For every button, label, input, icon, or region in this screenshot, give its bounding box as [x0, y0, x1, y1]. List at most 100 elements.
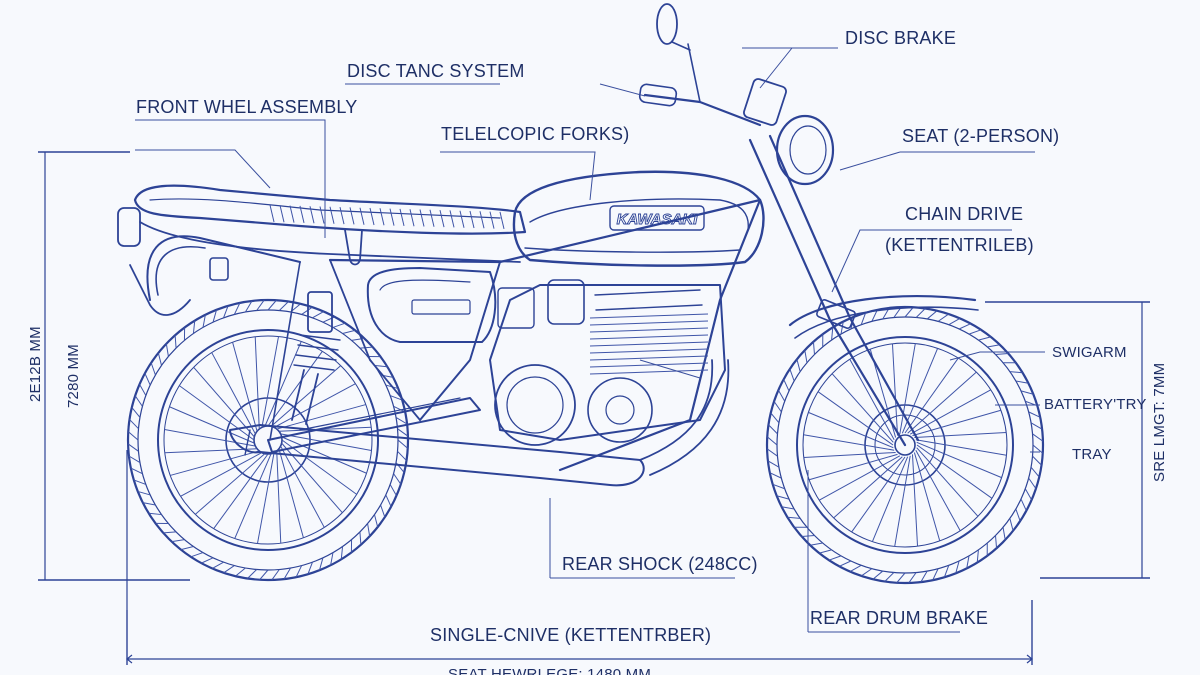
frame	[269, 198, 762, 472]
tread-mark	[789, 368, 795, 382]
seat-stitch	[329, 206, 335, 224]
tread-mark	[1002, 527, 1006, 540]
seat-stitch	[339, 206, 345, 225]
dim-height-label-2: 7280 MM	[65, 344, 82, 408]
tread-mark	[307, 561, 313, 575]
tread-mark	[958, 323, 971, 330]
tread-mark	[389, 484, 397, 496]
tread-mark	[904, 306, 914, 318]
tread-mark	[896, 572, 906, 584]
tread-mark	[322, 316, 335, 323]
tread-mark	[130, 467, 143, 475]
label-swingarm: SWIGARM	[1052, 344, 1127, 361]
label-rear-shock: REAR SHOCK (248CC)	[562, 554, 758, 574]
spoke	[211, 352, 256, 435]
tread-mark	[937, 313, 949, 322]
spoke	[164, 429, 256, 447]
tread-mark	[839, 560, 852, 567]
callout-labels: DISC BRAKE DISC TANC SYSTEM FRONT WHEL A…	[136, 28, 1146, 645]
rear-shock	[291, 291, 341, 425]
spoke	[916, 447, 979, 517]
swingarm	[267, 397, 481, 453]
tread-mark	[1032, 455, 1042, 466]
fuel-tank: KAWASAKI	[512, 170, 765, 267]
spoke	[912, 409, 1002, 437]
tread-mark	[380, 504, 386, 518]
spoke	[891, 343, 899, 436]
front-wheel	[765, 305, 1045, 585]
tread-mark	[283, 567, 292, 580]
tread-mark	[860, 312, 867, 325]
tread-mark	[129, 419, 139, 430]
tread-mark	[342, 329, 356, 334]
tread-mark	[908, 572, 917, 584]
spoke	[833, 456, 903, 519]
tread-mark	[144, 373, 151, 386]
tread-mark	[137, 490, 151, 496]
tread-mark	[163, 531, 177, 534]
dim-bottom-length: SEAT HEWRLEGE: 1480 MM	[448, 666, 651, 675]
tread-mark	[872, 570, 884, 580]
tread-mark	[884, 572, 895, 582]
spoke	[911, 454, 919, 547]
dim-right-height: SRE LMGT: 7MM	[1151, 363, 1168, 482]
tread-mark	[212, 309, 218, 323]
tread-mark	[987, 344, 1000, 348]
tread-mark	[256, 299, 265, 311]
tread-mark	[223, 565, 235, 574]
spoke	[803, 434, 895, 451]
spoke	[849, 358, 895, 441]
tread-mark	[397, 439, 409, 449]
tread-mark	[819, 549, 832, 554]
tread-mark	[127, 443, 139, 452]
exhaust	[229, 359, 730, 487]
tread-mark	[201, 557, 214, 564]
tread-mark	[157, 352, 162, 366]
spoke	[904, 357, 959, 434]
tread-mark	[1028, 477, 1037, 489]
spoke	[179, 385, 255, 441]
tread-mark	[244, 300, 253, 313]
leader-lines	[135, 47, 1045, 633]
tread-mark	[776, 495, 790, 500]
tread-mark	[134, 395, 143, 407]
spoke	[261, 336, 279, 428]
tread-mark	[766, 436, 778, 446]
tread-mark	[920, 570, 928, 583]
tread-mark	[773, 401, 782, 413]
spoke	[916, 444, 993, 499]
label-single-drive: SINGLE-CNIVE (KETTENTRBER)	[430, 625, 711, 645]
tread-mark	[223, 305, 229, 319]
spoke	[913, 452, 941, 542]
spoke	[851, 456, 906, 533]
tread-mark	[1030, 466, 1040, 478]
seat-stitch	[269, 204, 275, 223]
tread-mark	[1032, 444, 1044, 454]
tread-mark	[165, 343, 169, 357]
dimension-labels: 2E12B MM 7280 MM SRE LMGT: 7MM SEAT HEWR…	[27, 326, 1168, 675]
spoke	[234, 453, 272, 539]
tread-mark	[332, 322, 346, 328]
seat-stitch	[359, 207, 365, 225]
spoke	[213, 453, 269, 529]
spoke	[257, 452, 275, 544]
spoke	[901, 348, 939, 434]
tread-mark	[995, 352, 1009, 355]
tread-mark	[367, 523, 371, 537]
tread-mark	[948, 317, 961, 326]
tread-mark	[150, 362, 156, 376]
seat	[133, 184, 527, 266]
seat-stitch	[479, 211, 485, 229]
tread-mark	[202, 314, 206, 328]
tread-mark	[359, 346, 373, 349]
engine	[489, 279, 726, 446]
tread-mark	[174, 335, 177, 349]
spoke	[164, 448, 258, 454]
spoke	[803, 451, 896, 459]
tread-mark	[1015, 508, 1021, 522]
tread-mark	[131, 407, 141, 418]
spoke	[909, 389, 992, 435]
spoke	[193, 366, 255, 438]
spoke	[915, 449, 961, 532]
